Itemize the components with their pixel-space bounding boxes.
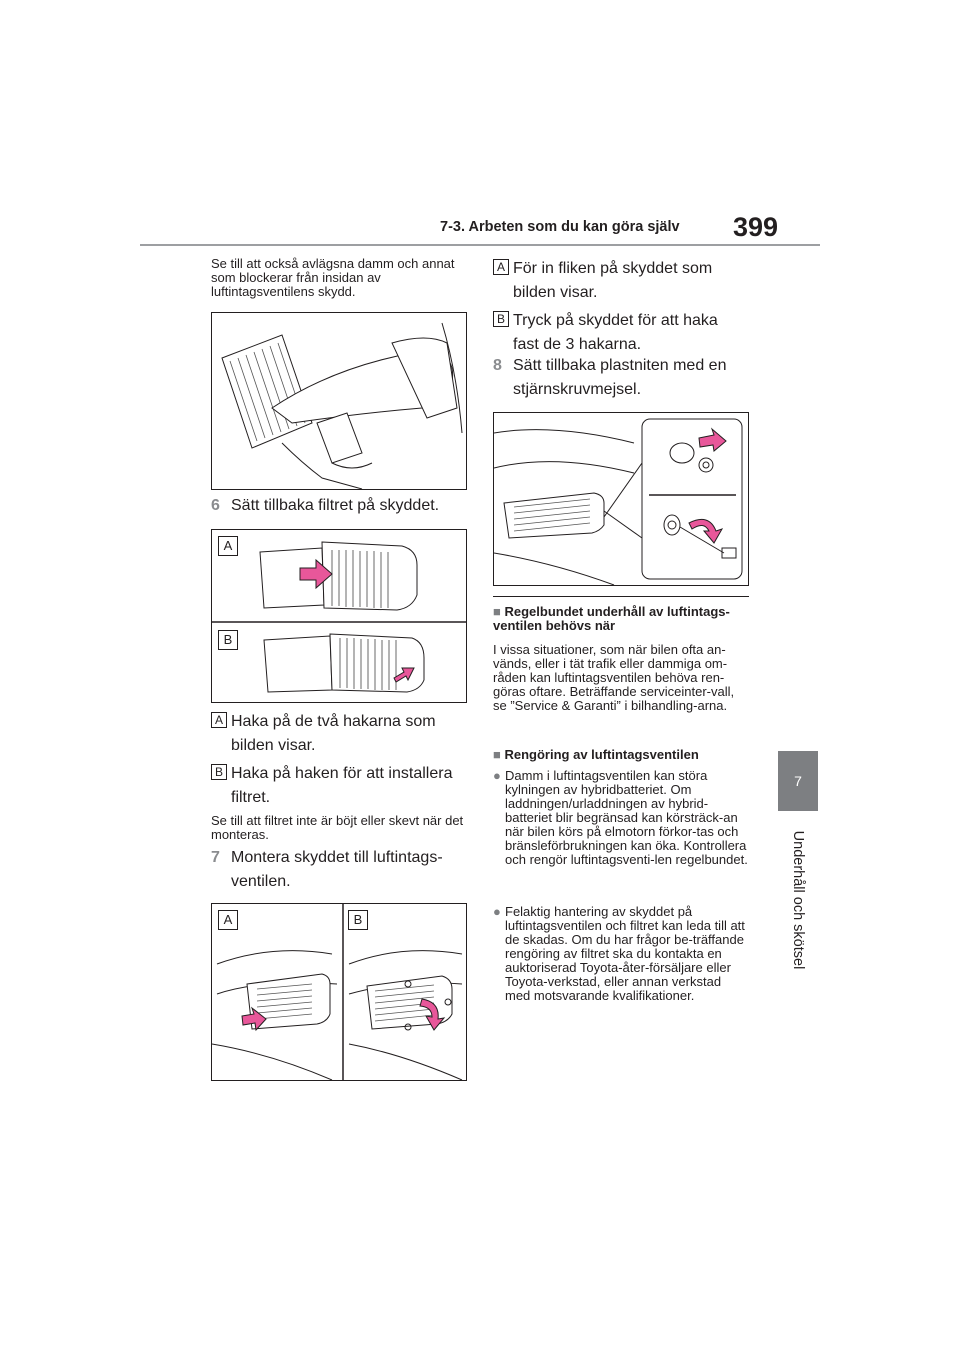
step-6-text: Sätt tillbaka filtret på skyddet. bbox=[231, 497, 440, 514]
step-7-number: 7 bbox=[211, 849, 220, 866]
figure-vacuum-cleaning bbox=[211, 312, 467, 490]
intro-note: Se till att också avlägsna damm och anna… bbox=[211, 256, 455, 299]
figure-label-a: A bbox=[218, 536, 238, 556]
section-2-marker: ■ bbox=[493, 747, 501, 762]
step-8-number: 8 bbox=[493, 357, 502, 374]
filter-hooks-illustration bbox=[212, 541, 466, 693]
bullet-item: ● Damm i luftintagsventilen kan störa ky… bbox=[493, 769, 749, 867]
right-item-b-text: Tryck på skyddet för att haka fast de 3 … bbox=[513, 312, 718, 353]
item-a-text: Haka på de två hakarna som bilden visar. bbox=[231, 713, 436, 754]
section-1-title: Regelbundet underhåll av luftintags-vent… bbox=[493, 604, 730, 633]
item-a-label: A bbox=[211, 712, 227, 728]
header-rule bbox=[140, 244, 820, 246]
section-divider bbox=[493, 596, 749, 597]
step-6: 6 Sätt tillbaka filtret på skyddet. bbox=[211, 494, 467, 518]
bullet-marker: ● bbox=[493, 904, 501, 919]
section-2-heading: ■ Rengöring av luftintagsventilen bbox=[493, 748, 749, 762]
section-1-body: I vissa situationer, som när bilen ofta … bbox=[493, 642, 735, 713]
right-item-a-text: För in fliken på skyddet som bilden visa… bbox=[513, 260, 713, 301]
section-1-marker: ■ bbox=[493, 604, 501, 619]
chapter-title: Underhåll och skötsel bbox=[790, 830, 806, 970]
section-title: 7-3. Arbeten som du kan göra själv bbox=[440, 219, 680, 235]
item-b-text: Haka på haken för att installera filtret… bbox=[231, 765, 453, 806]
vacuum-filter-illustration bbox=[221, 322, 463, 489]
section-2-title: Rengöring av luftintagsventilen bbox=[504, 747, 699, 762]
figure-filter-hooks: A B bbox=[211, 529, 467, 703]
install-cover-illustration bbox=[212, 904, 463, 1080]
figure-label-b: B bbox=[348, 910, 368, 930]
bullet-text: Damm i luftintagsventilen kan störa kyln… bbox=[505, 768, 748, 867]
step-6-number: 6 bbox=[211, 497, 220, 514]
bullet-item: ● Felaktig hantering av skyddet på lufti… bbox=[493, 905, 749, 1003]
item-b-label: B bbox=[211, 764, 227, 780]
step-7: 7 Montera skyddet till luftintags-ventile… bbox=[211, 846, 467, 894]
bullet-text: Felaktig hantering av skyddet på luftint… bbox=[505, 904, 745, 1003]
right-item-a-label: A bbox=[493, 259, 509, 275]
rivet-screwdriver-illustration bbox=[494, 418, 743, 585]
step-8-text: Sätt tillbaka plastniten med en stjärnsk… bbox=[513, 357, 727, 398]
step-8: 8 Sätt tillbaka plastniten med en stjärns… bbox=[493, 354, 749, 402]
right-item-b-label: B bbox=[493, 311, 509, 327]
chapter-tab: 7 bbox=[778, 751, 818, 811]
page-number: 399 bbox=[733, 212, 779, 242]
chapter-number: 7 bbox=[794, 773, 802, 789]
chapter-title-vertical: Underhåll och skötsel bbox=[776, 820, 820, 980]
figure-label-b: B bbox=[218, 630, 238, 650]
bullet-marker: ● bbox=[493, 768, 501, 783]
figure-install-cover: A B bbox=[211, 903, 467, 1081]
step-7-text: Montera skyddet till luftintags-ventilen… bbox=[231, 849, 443, 890]
filter-note: Se till att filtret inte är böjt eller s… bbox=[211, 813, 464, 842]
section-1-heading: ■ Regelbundet underhåll av luftintags-ve… bbox=[493, 605, 749, 633]
figure-label-a: A bbox=[218, 910, 238, 930]
figure-rivet-screwdriver bbox=[493, 412, 749, 586]
